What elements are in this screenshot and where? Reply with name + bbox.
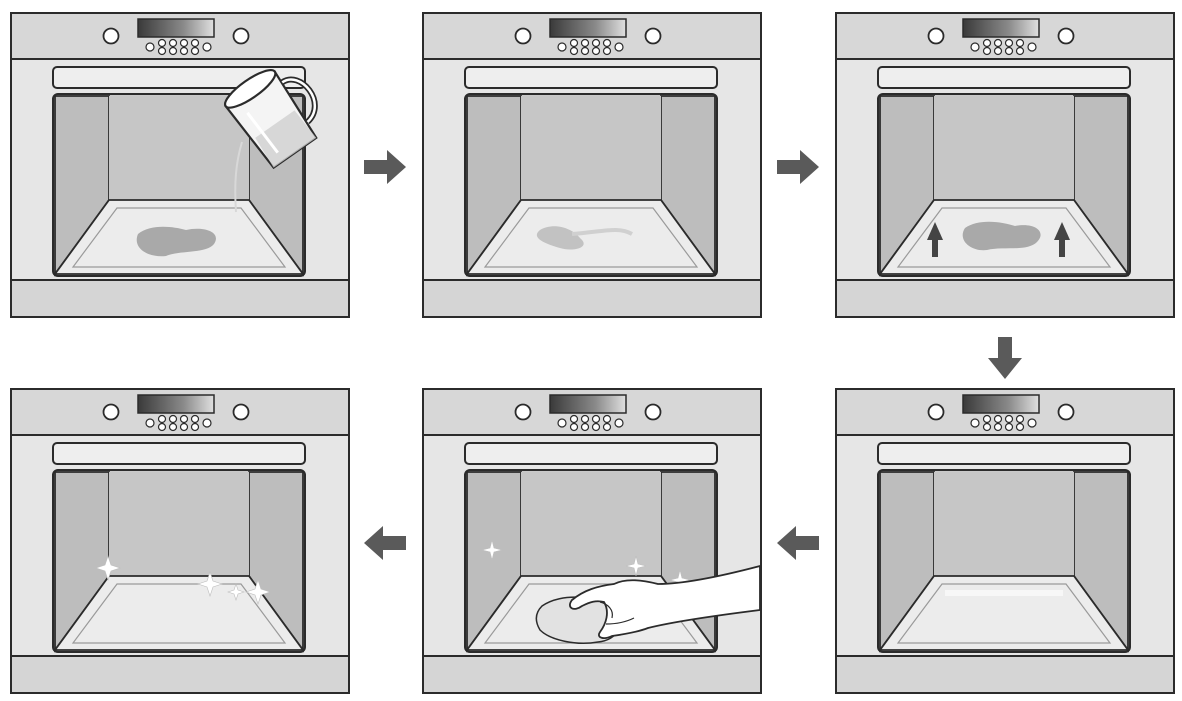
arrow-left-icon (773, 518, 823, 568)
oven-illustration (835, 388, 1175, 694)
steam-arrow-up-icon (927, 222, 943, 257)
arrow-right-icon (773, 142, 823, 192)
water-puddle (962, 221, 1041, 251)
step-4-oven-clean-empty (835, 388, 1175, 694)
water-puddle (136, 226, 216, 257)
water-trail (571, 227, 633, 236)
sparkle-icon (481, 539, 691, 591)
oven-illustration (10, 12, 350, 318)
water-stream (234, 141, 243, 213)
hand-arm (569, 564, 761, 639)
jug-icon (223, 69, 318, 170)
steam-arrow-up-icon (1054, 222, 1070, 257)
oven-illustration (422, 388, 762, 694)
arrow-right-icon (360, 142, 410, 192)
step-2-oven-water-spreading (422, 12, 762, 318)
arrow-down-icon (980, 333, 1030, 383)
tray-highlight (945, 590, 1063, 596)
step-5-oven-wiping (422, 388, 762, 694)
step-3-oven-steam-rising (835, 12, 1175, 318)
step-1-oven-pour-water (10, 12, 350, 318)
oven-illustration (422, 12, 762, 318)
oven-illustration (10, 388, 350, 694)
arrow-left-icon (360, 518, 410, 568)
step-6-oven-sparkling-clean (10, 388, 350, 694)
sparkle-icon (95, 555, 271, 605)
oven-illustration (835, 12, 1175, 318)
